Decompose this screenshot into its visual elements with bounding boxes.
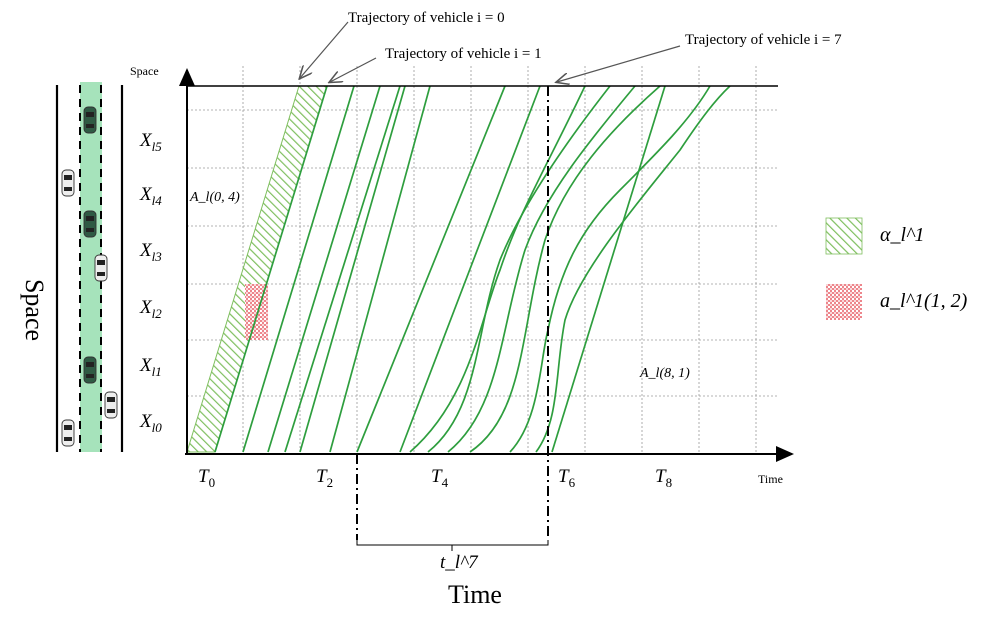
y-tick-xl5-sub: l5 <box>151 138 162 154</box>
y-tick-xl0: Xl0 <box>140 411 162 436</box>
hatched-region <box>186 85 328 453</box>
x-tick-t6: T6 <box>558 466 575 491</box>
trajectory-line <box>399 85 541 453</box>
y-axis-label: Space <box>130 64 159 78</box>
legend-label-hatched: α_l^1 <box>880 224 925 246</box>
x-tick-t4-sub: 4 <box>441 474 449 490</box>
x-tick-t0-sub: 0 <box>208 474 216 490</box>
y-tick-xl1-main: X <box>140 355 152 376</box>
x-tick-t4: T4 <box>431 466 448 491</box>
region-label-a: A_l(0, 4) <box>190 190 240 205</box>
x-tick-t8-sub: 8 <box>665 474 673 490</box>
trajectory-line <box>427 85 611 453</box>
trajectory-line <box>509 85 711 453</box>
annotation-vehicle-7-text: Trajectory of vehicle i = 7 <box>685 32 842 48</box>
x-tick-t2: T2 <box>316 466 333 491</box>
y-tick-xl4-main: X <box>140 184 152 205</box>
legend-label-dotted: a_l^1(1, 2) <box>880 290 968 312</box>
trajectory-line <box>551 85 666 453</box>
x-tick-t0-main: T <box>198 466 209 487</box>
arrow-vehicle-1 <box>330 57 377 82</box>
grid-lines <box>187 66 778 452</box>
y-tick-xl3-main: X <box>140 240 152 261</box>
trajectory-line <box>284 85 401 453</box>
brace-label: t_l^7 <box>440 552 478 573</box>
y-tick-xl0-sub: l0 <box>151 419 162 435</box>
annotation-vehicle-0: Trajectory of vehicle i = 0 <box>348 10 505 27</box>
brace <box>356 540 549 551</box>
trajectory-line <box>299 85 406 453</box>
x-tick-t8: T8 <box>655 466 672 491</box>
road-illustration <box>55 82 124 452</box>
y-tick-xl1-sub: l1 <box>151 363 162 379</box>
region-label-b: A_l(8, 1) <box>640 366 690 381</box>
trajectory-line <box>242 85 355 453</box>
car-icon <box>83 210 97 238</box>
trajectory-line <box>356 85 506 453</box>
trajectories <box>214 85 731 453</box>
y-tick-xl2: Xl2 <box>140 297 162 322</box>
arrow-vehicle-7 <box>557 45 681 82</box>
trajectory-line <box>329 85 431 453</box>
trajectory-line <box>409 85 586 453</box>
y-tick-xl0-main: X <box>140 411 152 432</box>
trajectory-line <box>447 85 636 453</box>
y-tick-xl2-sub: l2 <box>151 305 162 321</box>
annotation-vehicle-1-text: Trajectory of vehicle i = 1 <box>385 46 542 62</box>
y-tick-xl1: Xl1 <box>140 355 162 380</box>
x-tick-t8-main: T <box>655 466 666 487</box>
car-icon <box>83 356 97 384</box>
space-side-title: Space <box>20 278 49 342</box>
x-tick-t6-main: T <box>558 466 569 487</box>
y-tick-xl3-sub: l3 <box>151 248 162 264</box>
legend-swatch-hatched <box>825 217 863 255</box>
car-icon <box>83 106 97 134</box>
car-icon <box>94 254 108 282</box>
y-tick-xl5: Xl5 <box>140 130 162 155</box>
annotation-vehicle-7: Trajectory of vehicle i = 7 <box>685 32 842 49</box>
x-tick-t6-sub: 6 <box>568 474 576 490</box>
annotation-vehicle-0-text: Trajectory of vehicle i = 0 <box>348 10 505 26</box>
car-icon <box>61 169 75 197</box>
trajectory-line <box>535 85 731 453</box>
trajectory-line <box>214 85 328 453</box>
trajectory-line <box>267 85 381 453</box>
y-tick-xl4-sub: l4 <box>151 192 162 208</box>
car-icon <box>104 391 118 419</box>
legend-swatch-dotted <box>826 284 862 320</box>
time-side-title: Time <box>448 580 502 609</box>
x-tick-t2-sub: 2 <box>326 474 334 490</box>
y-tick-xl5-main: X <box>140 130 152 151</box>
arrow-vehicle-0 <box>300 21 349 78</box>
x-tick-t2-main: T <box>316 466 327 487</box>
y-tick-xl2-main: X <box>140 297 152 318</box>
y-tick-xl3: Xl3 <box>140 240 162 265</box>
x-tick-t4-main: T <box>431 466 442 487</box>
car-icon <box>61 419 75 447</box>
x-tick-t0: T0 <box>198 466 215 491</box>
annotation-vehicle-1: Trajectory of vehicle i = 1 <box>385 46 542 63</box>
y-tick-xl4: Xl4 <box>140 184 162 209</box>
x-axis-label: Time <box>758 472 783 486</box>
trajectory-line <box>469 85 661 453</box>
